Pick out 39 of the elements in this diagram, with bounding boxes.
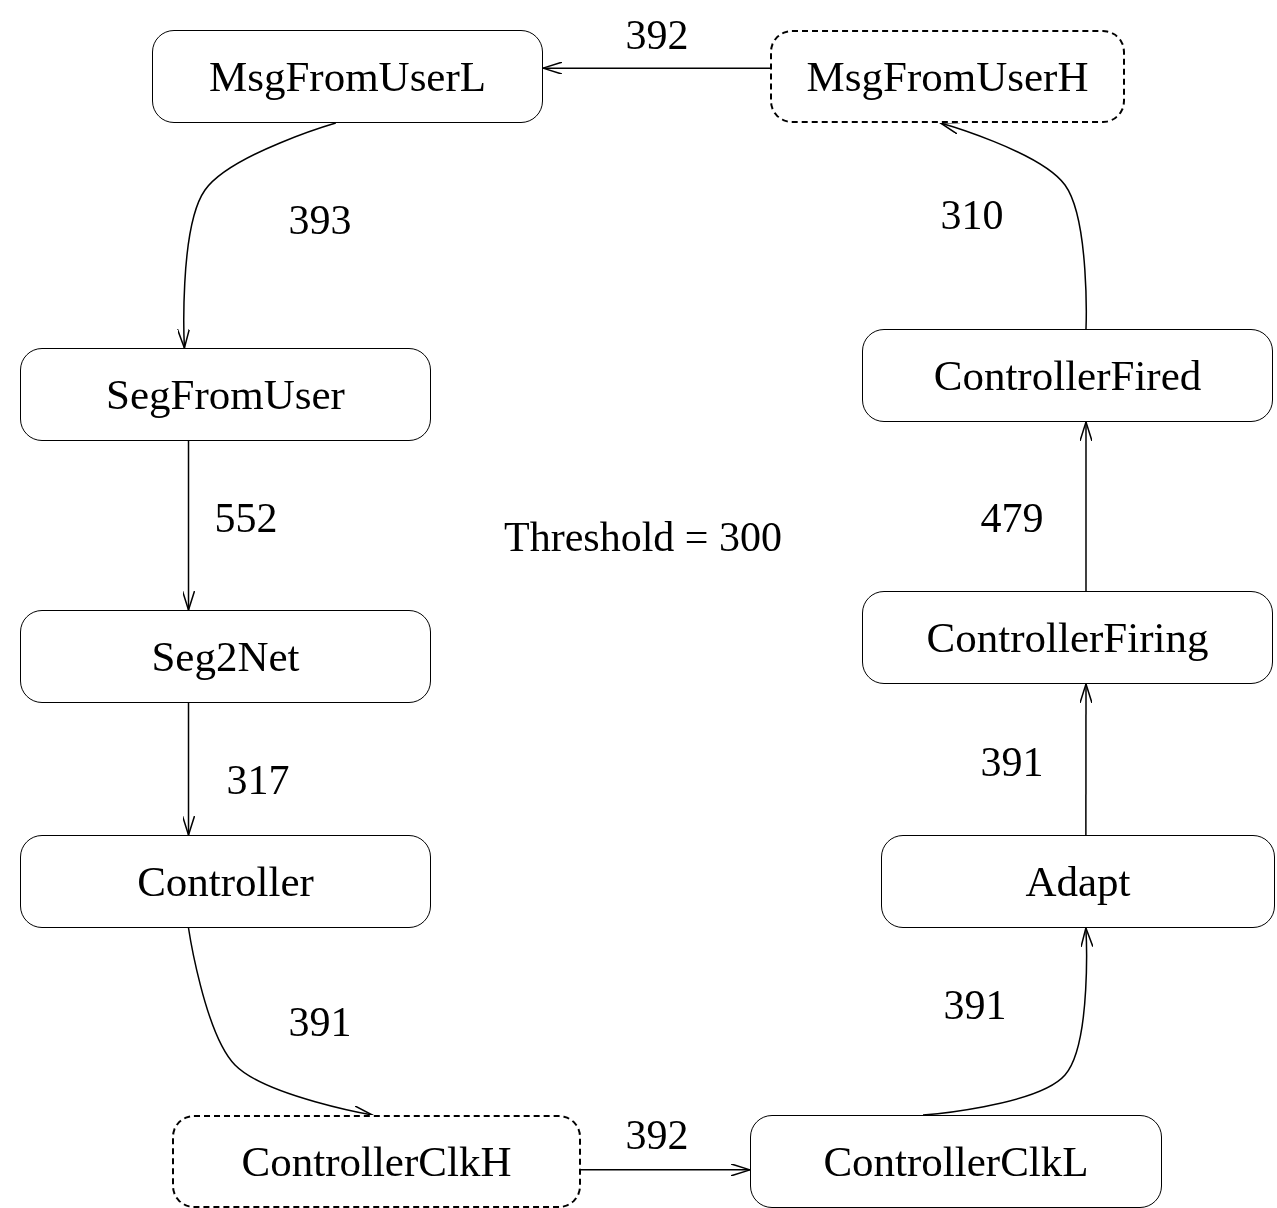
process-box <box>20 835 431 928</box>
arrow <box>939 121 1087 330</box>
arrow <box>176 122 337 349</box>
edge-label: 392 <box>625 1114 689 1156</box>
node-label: MsgFromUserL <box>208 52 487 101</box>
edge-label: 392 <box>625 14 689 56</box>
node-label: ControllerFiring <box>926 613 1209 662</box>
process-box <box>20 348 431 441</box>
process-box <box>20 610 431 703</box>
arrow <box>181 702 196 836</box>
note-text: Threshold = 300 <box>504 516 782 558</box>
process-box <box>172 1115 581 1208</box>
process-box <box>770 30 1125 123</box>
node-label: ControllerClkL <box>823 1137 1089 1186</box>
arrow <box>1079 421 1093 592</box>
process-box <box>881 835 1275 928</box>
edge-label: 552 <box>214 497 278 539</box>
arrow <box>1079 683 1093 836</box>
node-label: ControllerClkH <box>241 1137 512 1186</box>
edge-label: 393 <box>288 199 352 241</box>
node-label: Seg2Net <box>151 632 300 681</box>
node-label: Controller <box>137 857 314 906</box>
node-label: Adapt <box>1025 857 1131 906</box>
edge-label: 317 <box>226 759 290 801</box>
edge-label: 310 <box>940 194 1004 236</box>
node-label: MsgFromUserH <box>806 52 1089 101</box>
arrow <box>542 61 771 75</box>
process-box <box>152 30 543 123</box>
edge-label: 391 <box>980 741 1044 783</box>
arrow <box>580 1163 751 1177</box>
edge-label: 479 <box>980 497 1044 539</box>
node-label: SegFromUser <box>106 370 345 419</box>
edge-label: 391 <box>288 1001 352 1043</box>
process-box <box>862 329 1273 422</box>
edge-label: 391 <box>943 984 1007 1026</box>
node-label: ControllerFired <box>933 351 1202 400</box>
arrow <box>181 440 196 611</box>
process-box <box>862 591 1273 684</box>
process-box <box>750 1115 1162 1208</box>
